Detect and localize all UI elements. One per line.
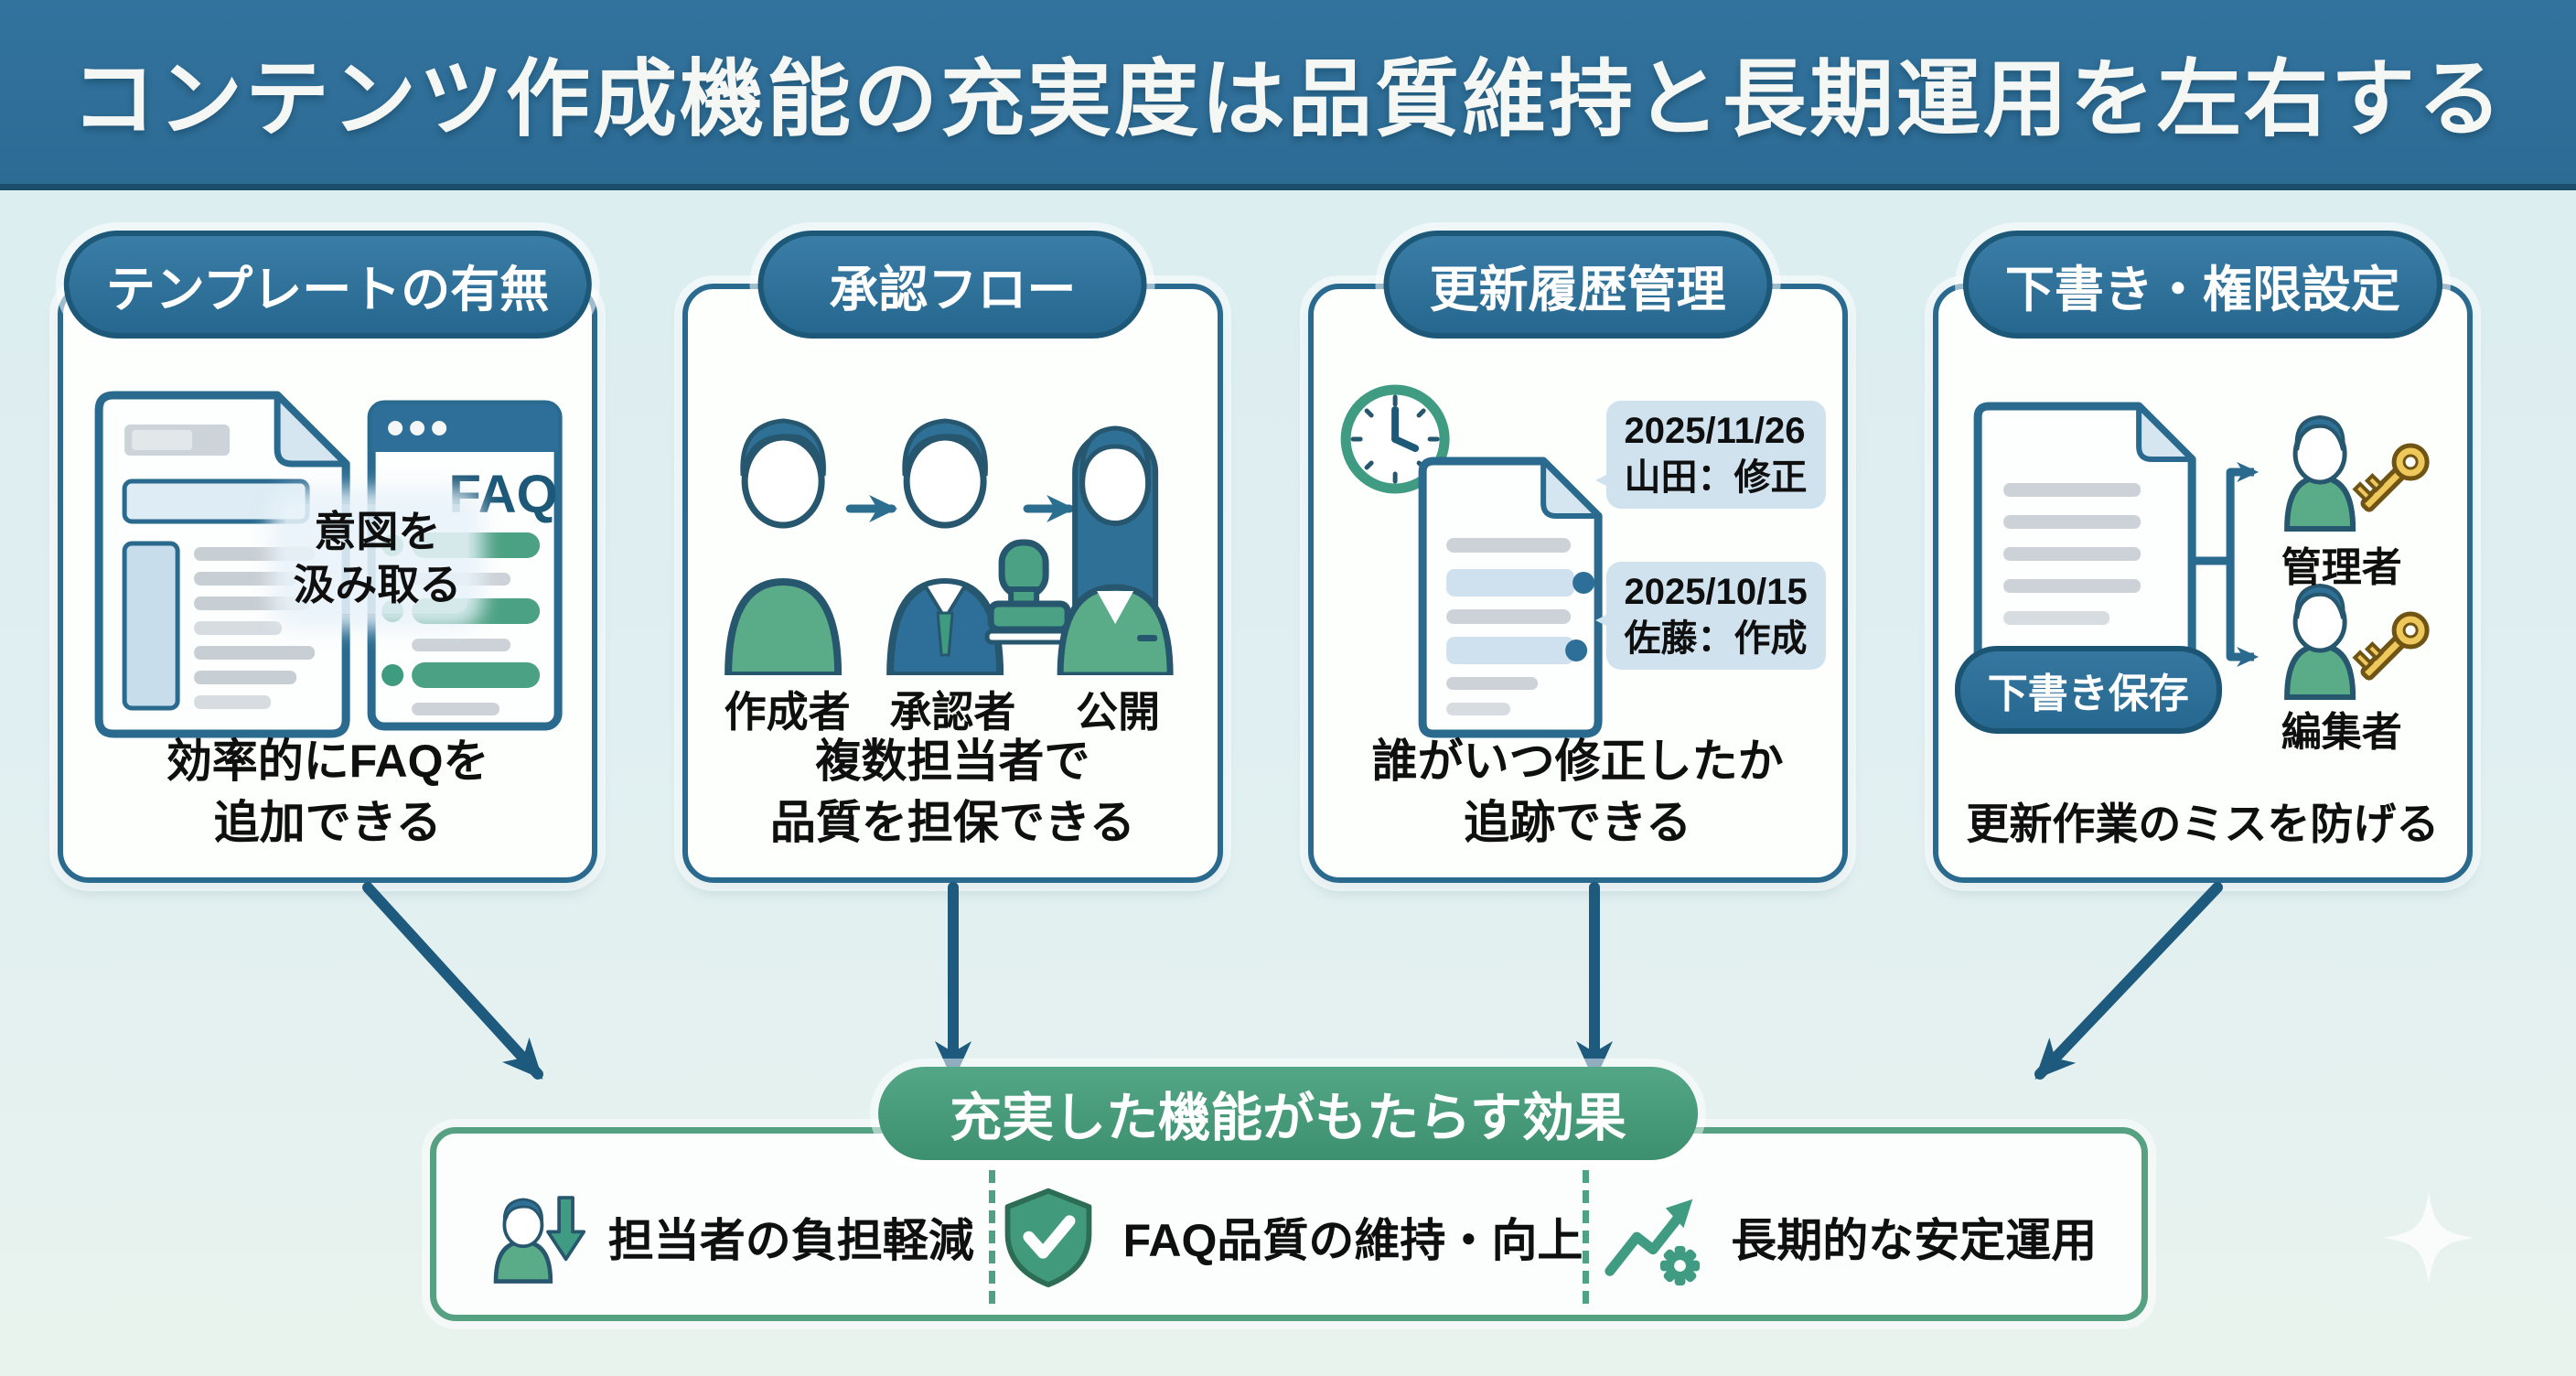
flow-arrow <box>362 882 543 1080</box>
flow-arrow <box>2034 882 2223 1080</box>
card-caption: 誰がいつ修正したか 追跡できる <box>1371 736 1784 848</box>
card-caption: 効率的にFAQを 追加できる <box>166 736 489 848</box>
growth-gear-icon <box>1605 1199 1701 1286</box>
revision-marker <box>1572 572 1594 594</box>
key-icon <box>2352 443 2430 512</box>
admin-avatar-icon <box>2283 414 2356 532</box>
flow-arrows <box>362 882 2223 1081</box>
gear-icon <box>1660 1245 1701 1286</box>
document-icon <box>94 391 350 738</box>
card-body: 作成者 承認者 公開 複数担当者で 品質を担保できる <box>682 284 1223 883</box>
card-body: FAQ 意図を <box>58 284 598 883</box>
history-doc-and-clock <box>1340 384 1603 738</box>
role-publish: 公開 <box>1076 688 1161 736</box>
card-approval-flow: 承認フロー <box>682 231 1223 883</box>
role-admin: 管理者 <box>2281 545 2402 590</box>
draft-document-icon <box>1973 402 2196 693</box>
draft-permissions-illustration: 下書き保存 管理者 編集者 <box>1954 373 2451 755</box>
draft-save-badge: 下書き保存 <box>1954 646 2222 734</box>
approval-flow-illustration: 作成者 承認者 公開 <box>704 373 1200 744</box>
role-creator: 作成者 <box>724 688 851 736</box>
effect-item-quality: FAQ品質の維持・向上 <box>988 1170 1583 1304</box>
history-date: 2025/10/15 <box>1624 572 1808 612</box>
card-header-templates: テンプレートの有無 <box>63 231 592 339</box>
branch-connector <box>2191 462 2259 667</box>
clock-icon <box>1340 384 1450 494</box>
templates-illustration: FAQ 意図を <box>80 373 575 744</box>
editor-avatar-icon <box>2283 583 2356 700</box>
history-callout: 2025/10/15 佐藤：作成 <box>1594 562 1826 671</box>
title-bar: コンテンツ作成機能の充実度は品質維持と長期運用を左右する <box>0 0 2576 190</box>
card-update-history: 更新履歴管理 <box>1307 231 1848 883</box>
card-caption: 更新作業のミスを防げる <box>1966 800 2440 849</box>
approval-flow-avatars <box>724 418 1174 675</box>
role-approver: 承認者 <box>889 688 1016 736</box>
browser-dots-icon <box>388 421 447 435</box>
effect-item-burden: 担当者の負担軽減 <box>469 1170 989 1304</box>
publisher-avatar-icon <box>1057 425 1174 675</box>
update-history-illustration: 2025/11/26 山田：修正 2025/10/15 佐藤：作成 <box>1330 373 1826 744</box>
revision-marker <box>1564 640 1587 661</box>
history-callout: 2025/11/26 山田：修正 <box>1594 401 1826 510</box>
history-entry: 山田：修正 <box>1624 457 1808 499</box>
history-document-icon <box>1418 457 1603 738</box>
card-caption: 複数担当者で 品質を担保できる <box>769 736 1135 848</box>
history-date: 2025/11/26 <box>1624 411 1806 451</box>
intent-note: 意図を 汲み取る <box>285 502 469 615</box>
effect-label: FAQ品質の維持・向上 <box>1122 1215 1583 1266</box>
effect-label: 担当者の負担軽減 <box>607 1215 974 1266</box>
card-draft-permissions: 下書き・権限設定 <box>1932 231 2473 883</box>
effect-label: 長期的な安定運用 <box>1731 1215 2098 1266</box>
feature-cards-row: テンプレートの有無 <box>58 231 2473 883</box>
card-header-update-history: 更新履歴管理 <box>1383 231 1773 339</box>
history-entry: 佐藤：作成 <box>1624 618 1808 660</box>
key-icon <box>2352 611 2430 681</box>
effect-item-stability: 長期的な安定運用 <box>1583 1170 2109 1304</box>
creator-avatar-icon <box>724 418 843 675</box>
card-header-draft-permissions: 下書き・権限設定 <box>1962 231 2442 339</box>
effects-items: 担当者の負担軽減 FAQ品質の維持・向上 <box>436 1134 2141 1315</box>
role-editor: 編集者 <box>2281 710 2402 755</box>
shield-check-icon <box>1004 1188 1091 1288</box>
effects-header: 充実した機能がもたらす効果 <box>878 1067 1698 1160</box>
sparkle-icon <box>2382 1191 2475 1285</box>
card-body: 下書き保存 管理者 編集者 更新作業のミスを防げる <box>1932 284 2473 883</box>
card-header-approval-flow: 承認フロー <box>757 231 1147 339</box>
page-title: コンテンツ作成機能の充実度は品質維持と長期運用を左右する <box>70 53 2505 146</box>
draft-doc-and-users <box>1973 402 2430 700</box>
card-body: 2025/11/26 山田：修正 2025/10/15 佐藤：作成 誰がいつ修正… <box>1307 284 1848 883</box>
person-down-arrow-icon <box>493 1196 585 1284</box>
role-labels: 作成者 承認者 公開 <box>704 679 1200 739</box>
approver-avatar-icon <box>886 418 1004 675</box>
card-templates: テンプレートの有無 <box>58 231 598 883</box>
stamp-icon <box>984 539 1074 645</box>
